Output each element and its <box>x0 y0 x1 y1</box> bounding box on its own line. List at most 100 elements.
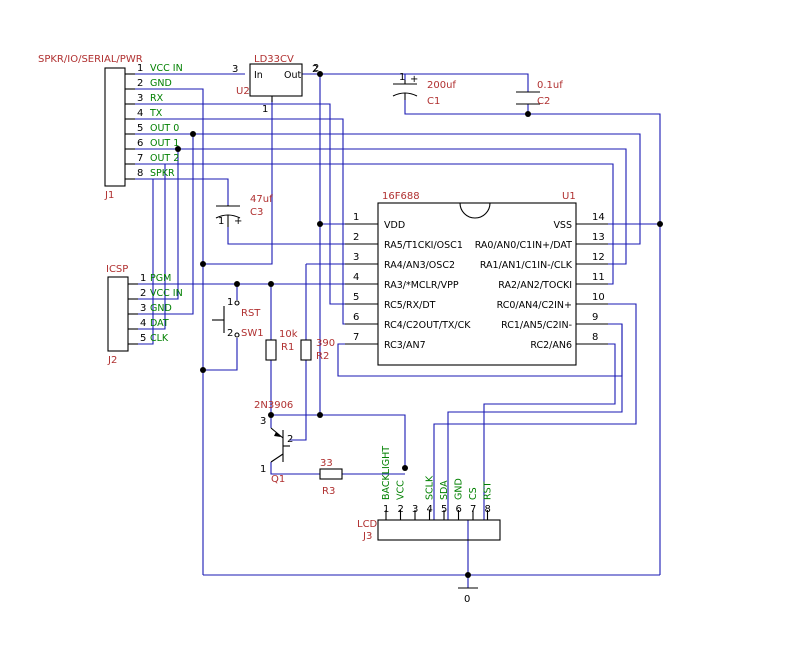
mcu-left-pin-number: 2 <box>353 232 359 243</box>
mcu-left-pin-number: 5 <box>353 292 359 303</box>
j3-pin-number: 5 <box>441 504 447 515</box>
q1-part: 2N3906 <box>254 400 293 411</box>
j1-pin-label: VCC IN <box>150 63 183 74</box>
capacitor-c1: 1 + 200uf C1 <box>392 72 456 107</box>
mcu-right-pin-name: RC2/AN6 <box>530 340 572 351</box>
j1-pin-label: SPKR <box>150 168 175 179</box>
mcu-right-pin-name: RA1/AN1/C1IN-/CLK <box>480 260 573 271</box>
j3-pin-number: 3 <box>412 504 418 515</box>
j3-pin-number: 6 <box>456 504 462 515</box>
sw1-label: RST <box>241 308 261 319</box>
c1-pin1: 1 <box>399 72 405 83</box>
wires <box>125 73 661 588</box>
resistor-r3: 33 R3 <box>319 458 343 497</box>
j3-pin-number: 7 <box>470 504 476 515</box>
r2-value: 390 <box>316 338 335 349</box>
j1-pin-number: 4 <box>137 108 143 119</box>
j1-pin-label: OUT 0 <box>150 123 179 134</box>
mcu-left-pin-name: VDD <box>384 220 405 231</box>
j2-ref: J2 <box>107 355 117 366</box>
c1-plus-icon: + <box>410 74 418 85</box>
resistor-r1: 10k R1 <box>265 329 298 361</box>
regulator-out-num: 2 <box>312 64 318 75</box>
c1-value: 200uf <box>427 80 456 91</box>
j1-pin-number: 6 <box>137 138 143 149</box>
mcu-right-pin-name: RC0/AN4/C2IN+ <box>497 300 572 311</box>
resistor-r2: 390 R2 <box>300 338 335 362</box>
mcu-u1: 16F688 U1 1VDD2RA5/T1CKI/OSC13RA4/AN3/OS… <box>345 191 608 366</box>
j3-pin-label: VCC <box>396 480 407 500</box>
j2-pin-label: GND <box>150 303 172 314</box>
c2-ref: C2 <box>537 96 550 107</box>
sw1-pin2: 2 <box>227 328 233 339</box>
j1-pin-number: 3 <box>137 93 143 104</box>
r1-ref: R1 <box>281 342 294 353</box>
j1-pin-label: GND <box>150 78 172 89</box>
mcu-right-pin-name: VSS <box>553 220 572 231</box>
j1-pin-label: RX <box>150 93 164 104</box>
mcu-left-pin-number: 4 <box>353 272 359 283</box>
regulator-part: LD33CV <box>254 54 294 65</box>
mcu-right-pin-name: RC1/AN5/C2IN- <box>501 320 572 331</box>
j3-pin-label: GND <box>454 478 465 500</box>
mcu-right-pin-number: 8 <box>592 332 598 343</box>
j2-pin-label: CLK <box>150 333 169 344</box>
j1-pin-number: 5 <box>137 123 143 134</box>
j1-pin-label: OUT 2 <box>150 153 179 164</box>
mcu-right-pin-number: 9 <box>592 312 598 323</box>
c3-pin1: 1 <box>218 216 224 227</box>
j3-pin-label: SCLK <box>425 475 436 500</box>
j3-pin-label: CS <box>468 487 479 500</box>
j1-title: SPKR/IO/SERIAL/PWR <box>38 54 143 65</box>
mcu-ref: U1 <box>562 191 576 202</box>
sw1-pin1: 1 <box>227 297 233 308</box>
j3-pin-label: BACKLIGHT <box>381 446 392 500</box>
j3-title: LCD <box>357 519 378 530</box>
j1-pin-number: 1 <box>137 63 143 74</box>
mcu-left-pin-name: RA4/AN3/OSC2 <box>384 260 455 271</box>
j1-pin-number: 8 <box>137 168 143 179</box>
q1-emitter-num: 3 <box>260 416 266 427</box>
switch-sw1: 1 2 RST SW1 <box>212 297 264 339</box>
capacitor-c2: 0.1uf C2 <box>516 80 563 107</box>
mcu-right-pin-number: 13 <box>592 232 605 243</box>
r3-ref: R3 <box>322 486 335 497</box>
j3-pin-number: 8 <box>485 504 491 515</box>
mcu-part: 16F688 <box>382 191 420 202</box>
mcu-right-pin-number: 14 <box>592 212 605 223</box>
j2-pin-number: 4 <box>140 318 146 329</box>
mcu-left-pin-name: RC3/AN7 <box>384 340 426 351</box>
j2-pin-number: 1 <box>140 273 146 284</box>
j3-pin-label: RST <box>483 481 494 500</box>
regulator-in-label: In <box>254 70 263 81</box>
mcu-left-pin-number: 1 <box>353 212 359 223</box>
transistor-q1: 2N3906 Q1 3 2 1 <box>254 400 293 485</box>
junction-dots <box>175 71 663 578</box>
regulator-in-num: 3 <box>232 64 238 75</box>
c1-ref: C1 <box>427 96 440 107</box>
sw1-ref: SW1 <box>241 328 264 339</box>
r3-value: 33 <box>320 458 333 469</box>
j2-pin-number: 5 <box>140 333 146 344</box>
c2-value: 0.1uf <box>537 80 563 91</box>
r1-value: 10k <box>279 329 298 340</box>
c3-value: 47uf <box>250 194 273 205</box>
j2-pin-number: 2 <box>140 288 146 299</box>
mcu-left-pin-number: 3 <box>353 252 359 263</box>
mcu-right-pin-number: 12 <box>592 252 605 263</box>
j1-pin-number: 2 <box>137 78 143 89</box>
j3-pin-number: 4 <box>427 504 433 515</box>
mcu-right-pin-number: 11 <box>592 272 605 283</box>
regulator-ref: U2 <box>236 86 250 97</box>
j3-pin-number: 2 <box>398 504 404 515</box>
c3-plus-icon: + <box>234 216 242 227</box>
c3-ref: C3 <box>250 207 263 218</box>
mcu-right-pin-name: RA2/AN2/TOCKI <box>498 280 572 291</box>
mcu-right-pin-number: 10 <box>592 292 605 303</box>
j2-pin-number: 3 <box>140 303 146 314</box>
j1-pin-number: 7 <box>137 153 143 164</box>
q1-collector-num: 1 <box>260 464 266 475</box>
